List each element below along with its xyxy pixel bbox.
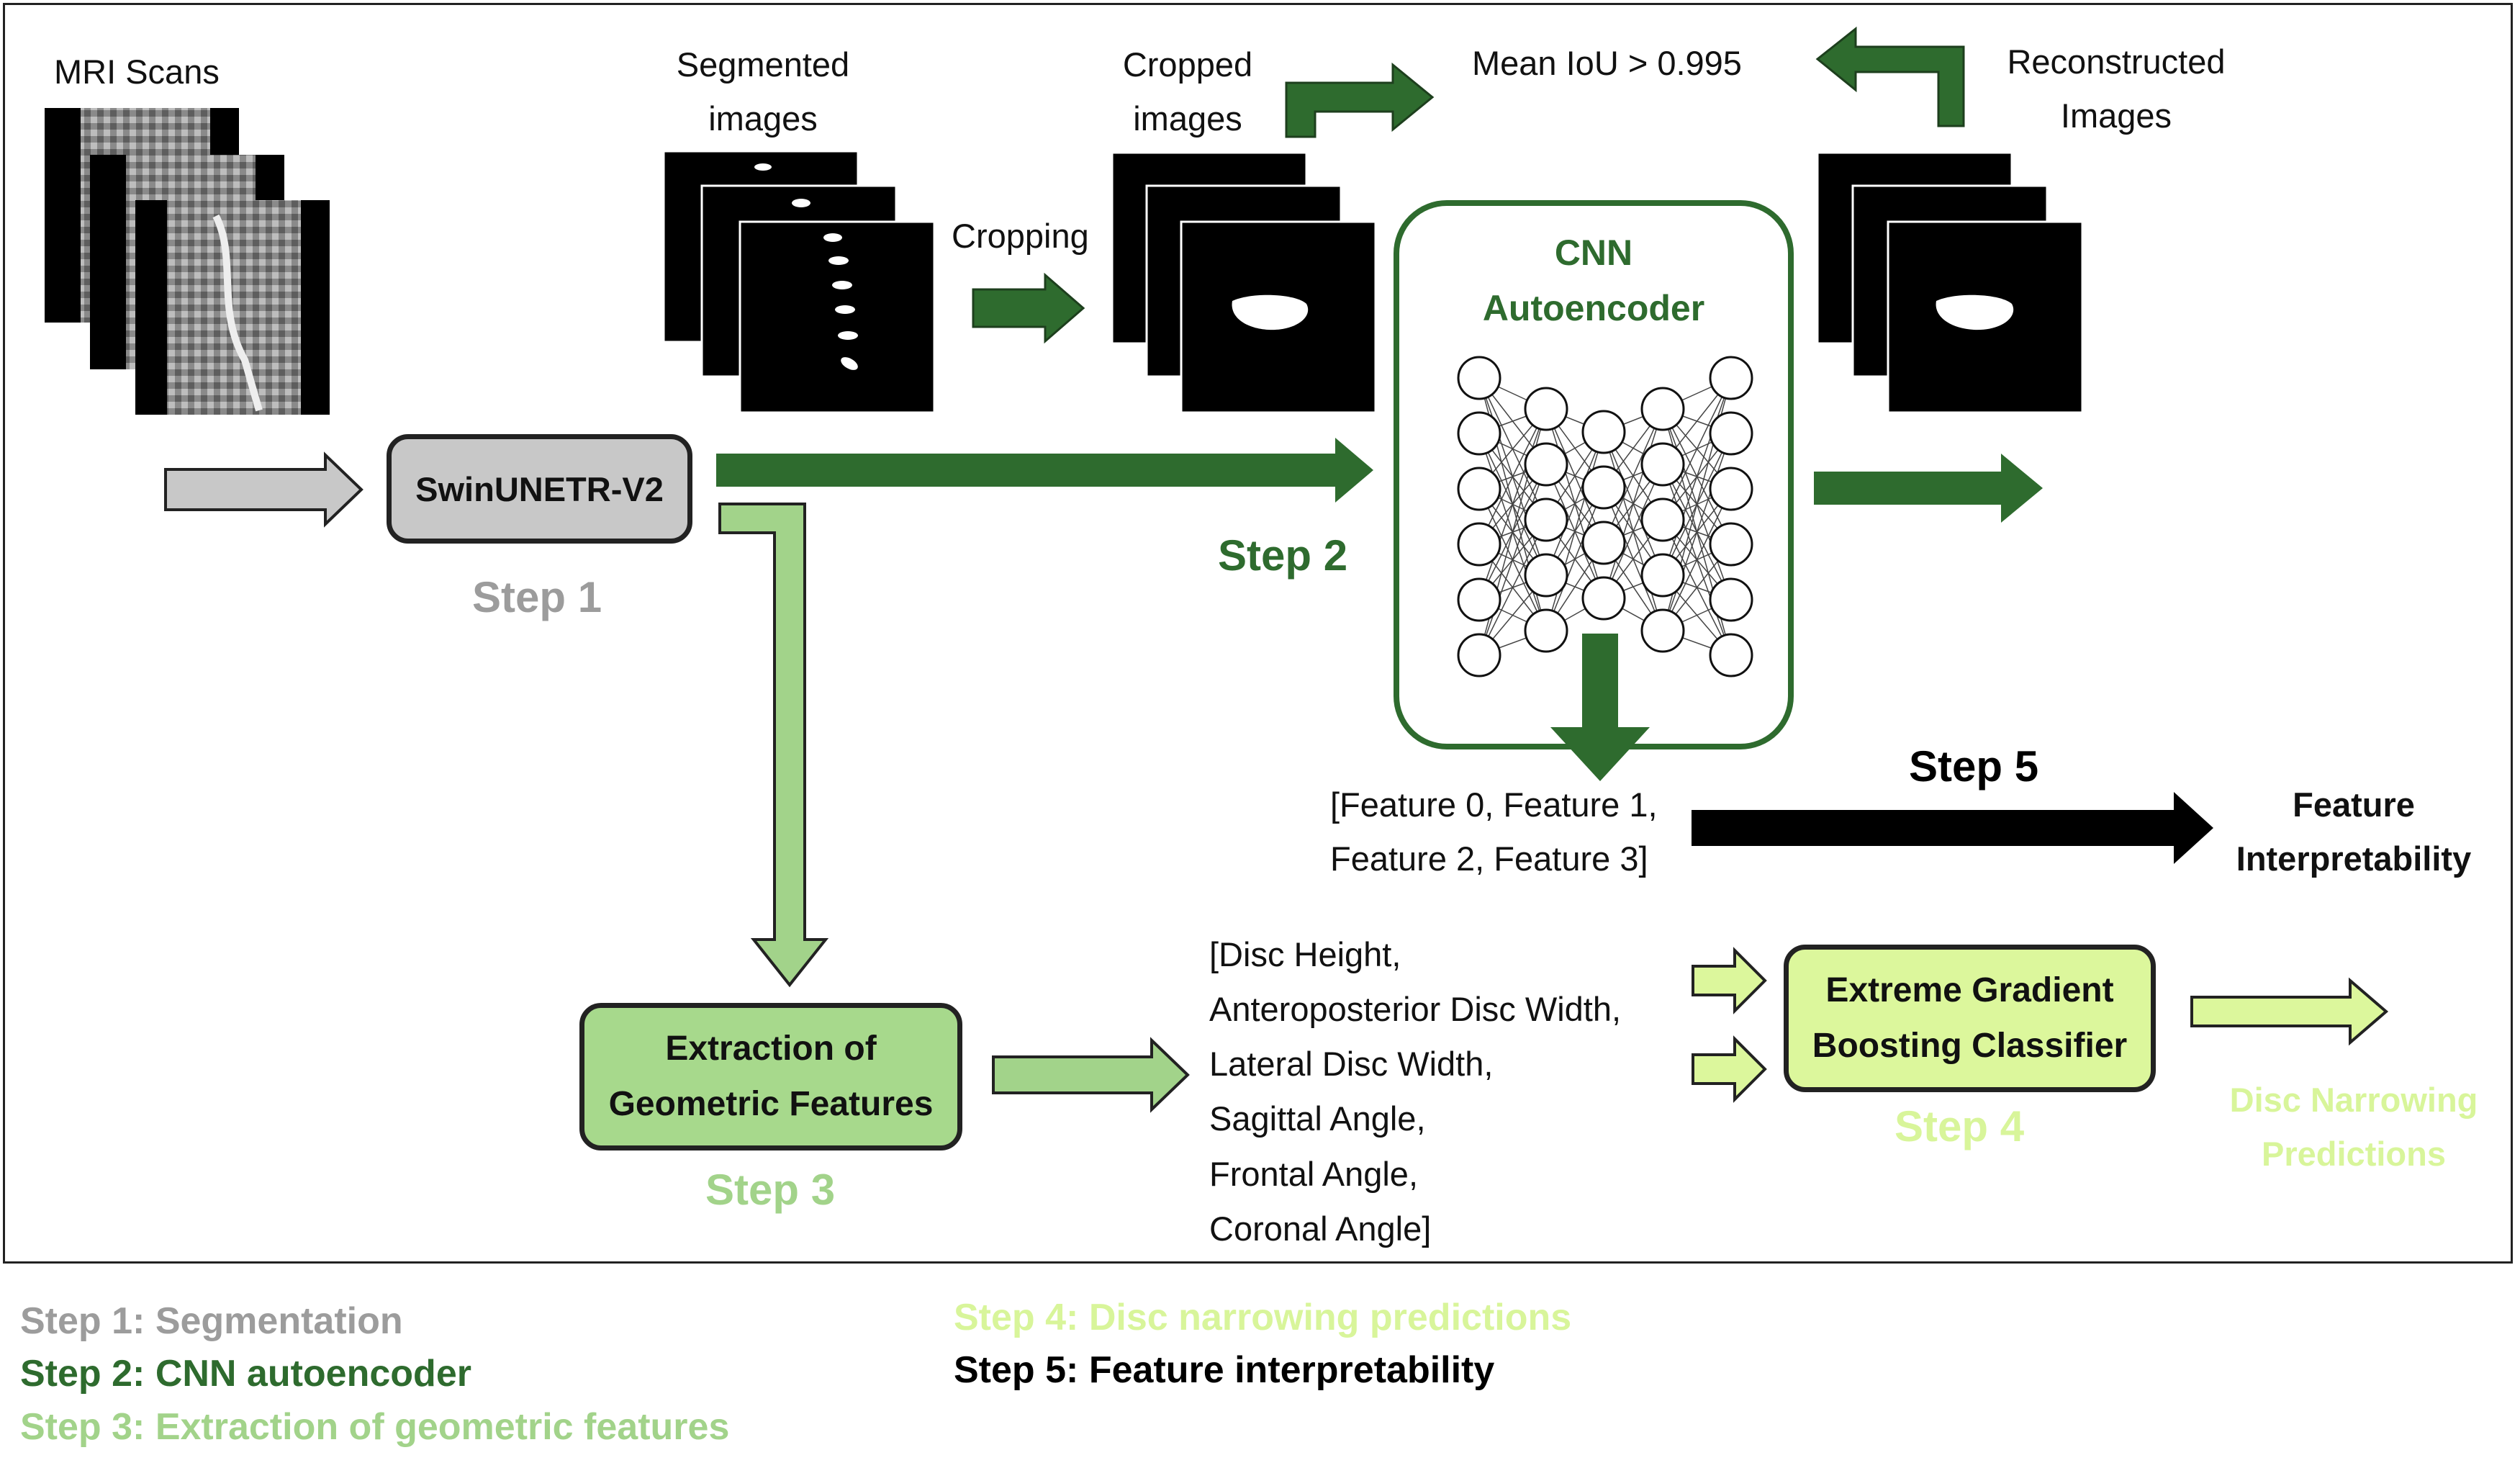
neural-network-graphic <box>1457 356 1753 677</box>
nn-connection <box>1545 431 1604 631</box>
nn-neuron <box>1709 577 1753 622</box>
nn-connection <box>1603 464 1663 599</box>
geometric-features-list: [Disc Height, Anteroposterior Disc Width… <box>1209 935 1622 1248</box>
arrow-mri-to-swin <box>164 451 363 528</box>
nn-neuron <box>1581 410 1626 454</box>
nn-neuron <box>1581 576 1626 621</box>
nn-neuron <box>1524 442 1568 487</box>
nn-neuron <box>1581 465 1626 510</box>
cropping-label: Cropping <box>952 217 1089 255</box>
arrow-geo-to-xgb <box>1692 1035 1767 1103</box>
step1-label: Step 1 <box>472 573 602 621</box>
nn-connection <box>1662 488 1732 631</box>
segmented-slice-front <box>739 220 936 414</box>
legend-step4: Step 4: Disc narrowing predictions <box>954 1297 1572 1338</box>
mri-scan-stack <box>45 108 330 415</box>
mean-iou-label: Mean IoU > 0.995 <box>1472 44 1742 82</box>
legend-step5: Step 5: Feature interpretability <box>954 1349 1495 1391</box>
nn-connection <box>1603 408 1663 544</box>
step2-label: Step 2 <box>1218 531 1348 580</box>
nn-connection <box>1478 519 1547 656</box>
nn-neuron <box>1457 577 1501 622</box>
nn-neuron <box>1524 497 1568 542</box>
nn-connection <box>1662 377 1732 521</box>
nn-neuron <box>1457 467 1501 511</box>
nn-connection <box>1478 408 1547 545</box>
arrow-swin-to-extraction <box>718 503 829 988</box>
arrow-cropping <box>972 272 1085 344</box>
legend-step1: Step 1: Segmentation <box>20 1300 403 1342</box>
arrow-extraction-to-list <box>992 1037 1190 1113</box>
nn-neuron <box>1524 608 1568 653</box>
nn-neuron <box>1524 553 1568 598</box>
arrow-swin-to-cnn <box>716 438 1373 503</box>
nn-neuron <box>1457 356 1501 400</box>
nn-connection <box>1545 487 1604 631</box>
step5-label: Step 5 <box>1909 742 2039 791</box>
nn-neuron <box>1457 522 1501 567</box>
nn-neuron <box>1709 522 1753 567</box>
nn-neuron <box>1709 633 1753 677</box>
mri-slice-front <box>135 200 330 415</box>
nn-neuron <box>1640 387 1685 431</box>
nn-connection <box>1662 433 1732 631</box>
arrow-step5 <box>1692 792 2213 864</box>
nn-connection <box>1545 431 1604 576</box>
arrow-cropped-to-iou <box>1285 62 1435 138</box>
nn-neuron <box>1640 442 1685 487</box>
nn-neuron <box>1709 467 1753 511</box>
nn-connection <box>1478 408 1547 600</box>
nn-neuron <box>1524 387 1568 431</box>
segmented-image-stack <box>662 150 936 414</box>
step4-label: Step 4 <box>1894 1102 2025 1150</box>
nn-neuron <box>1640 553 1685 598</box>
step3-label: Step 3 <box>705 1166 836 1214</box>
nn-neuron <box>1709 411 1753 456</box>
legend-step2: Step 2: CNN autoencoder <box>20 1353 471 1395</box>
diagram-frame <box>3 3 2513 1264</box>
cropped-image-stack <box>1111 151 1377 414</box>
swinunetr-v2-box: SwinUNETR-V2 <box>387 434 692 544</box>
arrow-cnn-to-reconstructed <box>1814 454 2043 523</box>
nn-connection <box>1478 464 1547 656</box>
nn-neuron <box>1640 497 1685 542</box>
arrow-features-to-xgb <box>1692 947 1767 1014</box>
nn-neuron <box>1457 411 1501 456</box>
arrow-cnn-to-features <box>1550 634 1650 781</box>
nn-connection <box>1603 408 1663 599</box>
nn-neuron <box>1457 633 1501 677</box>
nn-neuron <box>1581 521 1626 565</box>
reconstructed-image-stack <box>1816 151 2084 414</box>
arrow-reconstructed-to-iou <box>1815 26 1965 127</box>
nn-neuron <box>1709 356 1753 400</box>
mri-scans-label: MRI Scans <box>54 53 220 91</box>
nn-connection <box>1662 377 1732 576</box>
legend-step3: Step 3: Extraction of geometric features <box>20 1406 730 1448</box>
nn-neuron <box>1640 608 1685 653</box>
arrow-xgb-to-predictions <box>2190 977 2389 1046</box>
autoencoder-features-list: [Feature 0, Feature 1,Feature 2, Feature… <box>1330 785 1658 878</box>
